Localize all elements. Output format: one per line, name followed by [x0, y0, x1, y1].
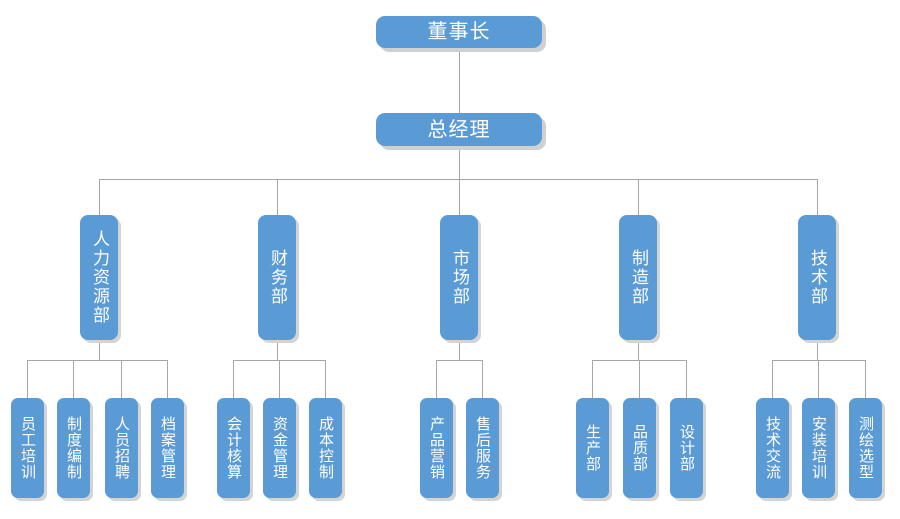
- unit-node-2-1[interactable]: 会计核算: [216, 398, 250, 498]
- connector-to-unit-1-3: [121, 360, 122, 398]
- connector-to-department-5: [817, 179, 818, 215]
- department-node-5-label: 技术部: [807, 249, 828, 306]
- unit-node-1-2[interactable]: 制度编制: [56, 398, 90, 498]
- unit-node-1-3-label: 人员招聘: [112, 416, 131, 480]
- unit-node-4-2[interactable]: 品质部: [622, 398, 656, 498]
- connector-to-department-1: [99, 179, 100, 215]
- connector-to-unit-2-3: [325, 360, 326, 398]
- general-manager-node[interactable]: 总经理: [376, 113, 542, 146]
- unit-node-1-1-label: 员工培训: [18, 416, 37, 480]
- department-node-4-label: 制造部: [628, 249, 649, 306]
- unit-node-5-2[interactable]: 安装培训: [801, 398, 835, 498]
- unit-node-1-4-label: 档案管理: [158, 416, 177, 480]
- connector-to-department-4: [638, 179, 639, 215]
- department-node-1[interactable]: 人力资源部: [80, 215, 118, 340]
- unit-node-2-1-label: 会计核算: [224, 416, 243, 480]
- connector-to-unit-5-2: [818, 360, 819, 398]
- connector-to-department-2: [277, 179, 278, 215]
- connector-chairman-to-manager: [459, 48, 460, 113]
- connector-department-5-stem: [817, 340, 818, 360]
- department-node-1-label: 人力资源部: [89, 230, 110, 325]
- department-node-3-label: 市场部: [449, 249, 470, 306]
- department-node-4[interactable]: 制造部: [619, 215, 657, 340]
- department-node-5[interactable]: 技术部: [798, 215, 836, 340]
- unit-node-4-3[interactable]: 设计部: [669, 398, 703, 498]
- unit-node-3-2[interactable]: 售后服务: [465, 398, 499, 498]
- connector-department-1-stem: [99, 340, 100, 360]
- connector-department-1-bus: [27, 360, 167, 361]
- connector-department-3-bus: [436, 360, 482, 361]
- connector-to-unit-4-2: [639, 360, 640, 398]
- connector-to-unit-4-1: [592, 360, 593, 398]
- unit-node-5-2-label: 安装培训: [809, 416, 828, 480]
- unit-node-1-1[interactable]: 员工培训: [10, 398, 44, 498]
- department-node-2-label: 财务部: [267, 249, 288, 306]
- unit-node-5-1-label: 技术交流: [763, 416, 782, 480]
- unit-node-2-2[interactable]: 资金管理: [262, 398, 296, 498]
- unit-node-1-2-label: 制度编制: [64, 416, 83, 480]
- connector-department-4-stem: [638, 340, 639, 360]
- department-node-3[interactable]: 市场部: [440, 215, 478, 340]
- unit-node-2-3-label: 成本控制: [316, 416, 335, 480]
- unit-node-1-4[interactable]: 档案管理: [150, 398, 184, 498]
- unit-node-4-3-label: 设计部: [677, 424, 696, 472]
- unit-node-3-1[interactable]: 产品营销: [419, 398, 453, 498]
- connector-department-2-stem: [277, 340, 278, 360]
- chairman-node[interactable]: 董事长: [376, 16, 542, 48]
- unit-node-5-1[interactable]: 技术交流: [755, 398, 789, 498]
- general-manager-node-label: 总经理: [427, 116, 491, 141]
- connector-to-unit-1-2: [73, 360, 74, 398]
- unit-node-5-3[interactable]: 测绘选型: [848, 398, 882, 498]
- unit-node-4-2-label: 品质部: [630, 424, 649, 472]
- department-node-2[interactable]: 财务部: [258, 215, 296, 340]
- unit-node-3-2-label: 售后服务: [473, 416, 492, 480]
- connector-manager-stem: [459, 146, 460, 179]
- unit-node-3-1-label: 产品营销: [427, 416, 446, 480]
- connector-to-unit-3-1: [436, 360, 437, 398]
- connector-to-unit-5-1: [772, 360, 773, 398]
- connector-department-bus: [99, 179, 817, 180]
- unit-node-5-3-label: 测绘选型: [856, 416, 875, 480]
- connector-to-unit-4-3: [686, 360, 687, 398]
- unit-node-1-3[interactable]: 人员招聘: [104, 398, 138, 498]
- connector-to-unit-2-1: [233, 360, 234, 398]
- connector-to-unit-1-1: [27, 360, 28, 398]
- connector-to-unit-2-2: [279, 360, 280, 398]
- unit-node-4-1[interactable]: 生产部: [575, 398, 609, 498]
- connector-to-department-3: [459, 179, 460, 215]
- connector-to-unit-3-2: [482, 360, 483, 398]
- connector-to-unit-5-3: [865, 360, 866, 398]
- unit-node-2-3[interactable]: 成本控制: [308, 398, 342, 498]
- unit-node-2-2-label: 资金管理: [270, 416, 289, 480]
- chairman-node-label: 董事长: [427, 19, 491, 44]
- connector-to-unit-1-4: [167, 360, 168, 398]
- connector-department-3-stem: [459, 340, 460, 360]
- unit-node-4-1-label: 生产部: [583, 424, 602, 472]
